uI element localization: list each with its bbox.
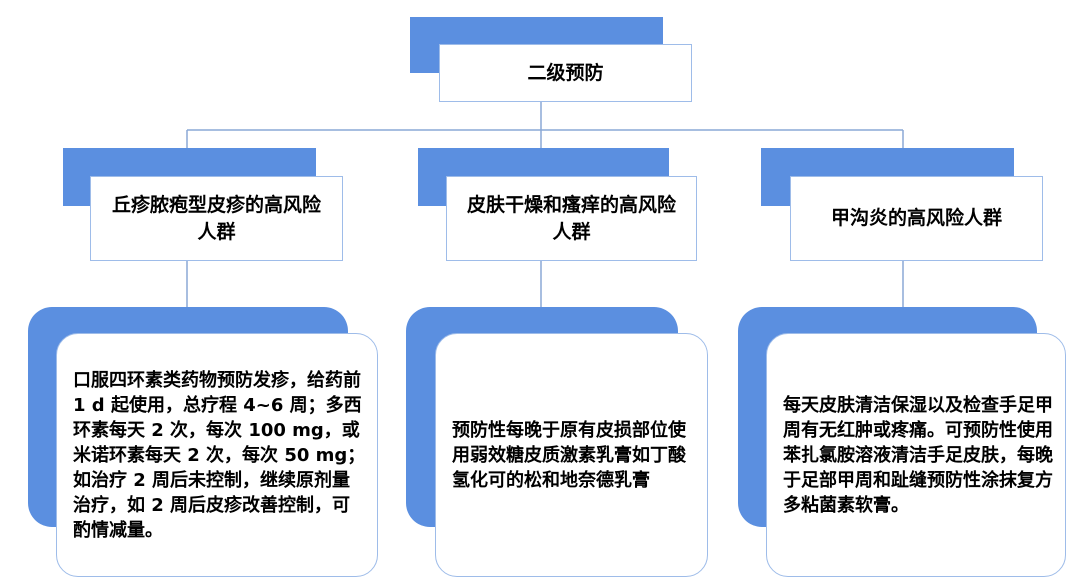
- col3-detail-node: 每天皮肤清洁保湿以及检查手足甲周有无红肿或疼痛。可预防性使用苯扎氯胺溶液清洁手足…: [766, 333, 1066, 577]
- col3-title-node: 甲沟炎的高风险人群: [790, 176, 1043, 261]
- col1-title-node: 丘疹脓疱型皮疹的高风险人群: [90, 176, 343, 261]
- col2-detail-node: 预防性每晚于原有皮损部位使用弱效糖皮质激素乳膏如丁酸氢化可的松和地奈德乳膏: [435, 333, 708, 577]
- col3-title: 甲沟炎的高风险人群: [830, 207, 1002, 229]
- col2-detail-text: 预防性每晚于原有皮损部位使用弱效糖皮质激素乳膏如丁酸氢化可的松和地奈德乳膏: [452, 419, 686, 491]
- col1-detail-node: 口服四环素类药物预防发疹，给药前 1 d 起使用，总疗程 4~6 周；多西环素每…: [56, 333, 378, 577]
- col2-title: 皮肤干燥和瘙痒的高风险人群: [466, 193, 676, 243]
- col1-detail-text: 口服四环素类药物预防发疹，给药前 1 d 起使用，总疗程 4~6 周；多西环素每…: [73, 369, 366, 541]
- col1-title: 丘疹脓疱型皮疹的高风险人群: [111, 193, 321, 243]
- col2-title-node: 皮肤干燥和瘙痒的高风险人群: [446, 176, 697, 261]
- root-node: 二级预防: [439, 44, 692, 102]
- root-title: 二级预防: [527, 61, 604, 84]
- col3-detail-text: 每天皮肤清洁保湿以及检查手足甲周有无红肿或疼痛。可预防性使用苯扎氯胺溶液清洁手足…: [783, 394, 1053, 516]
